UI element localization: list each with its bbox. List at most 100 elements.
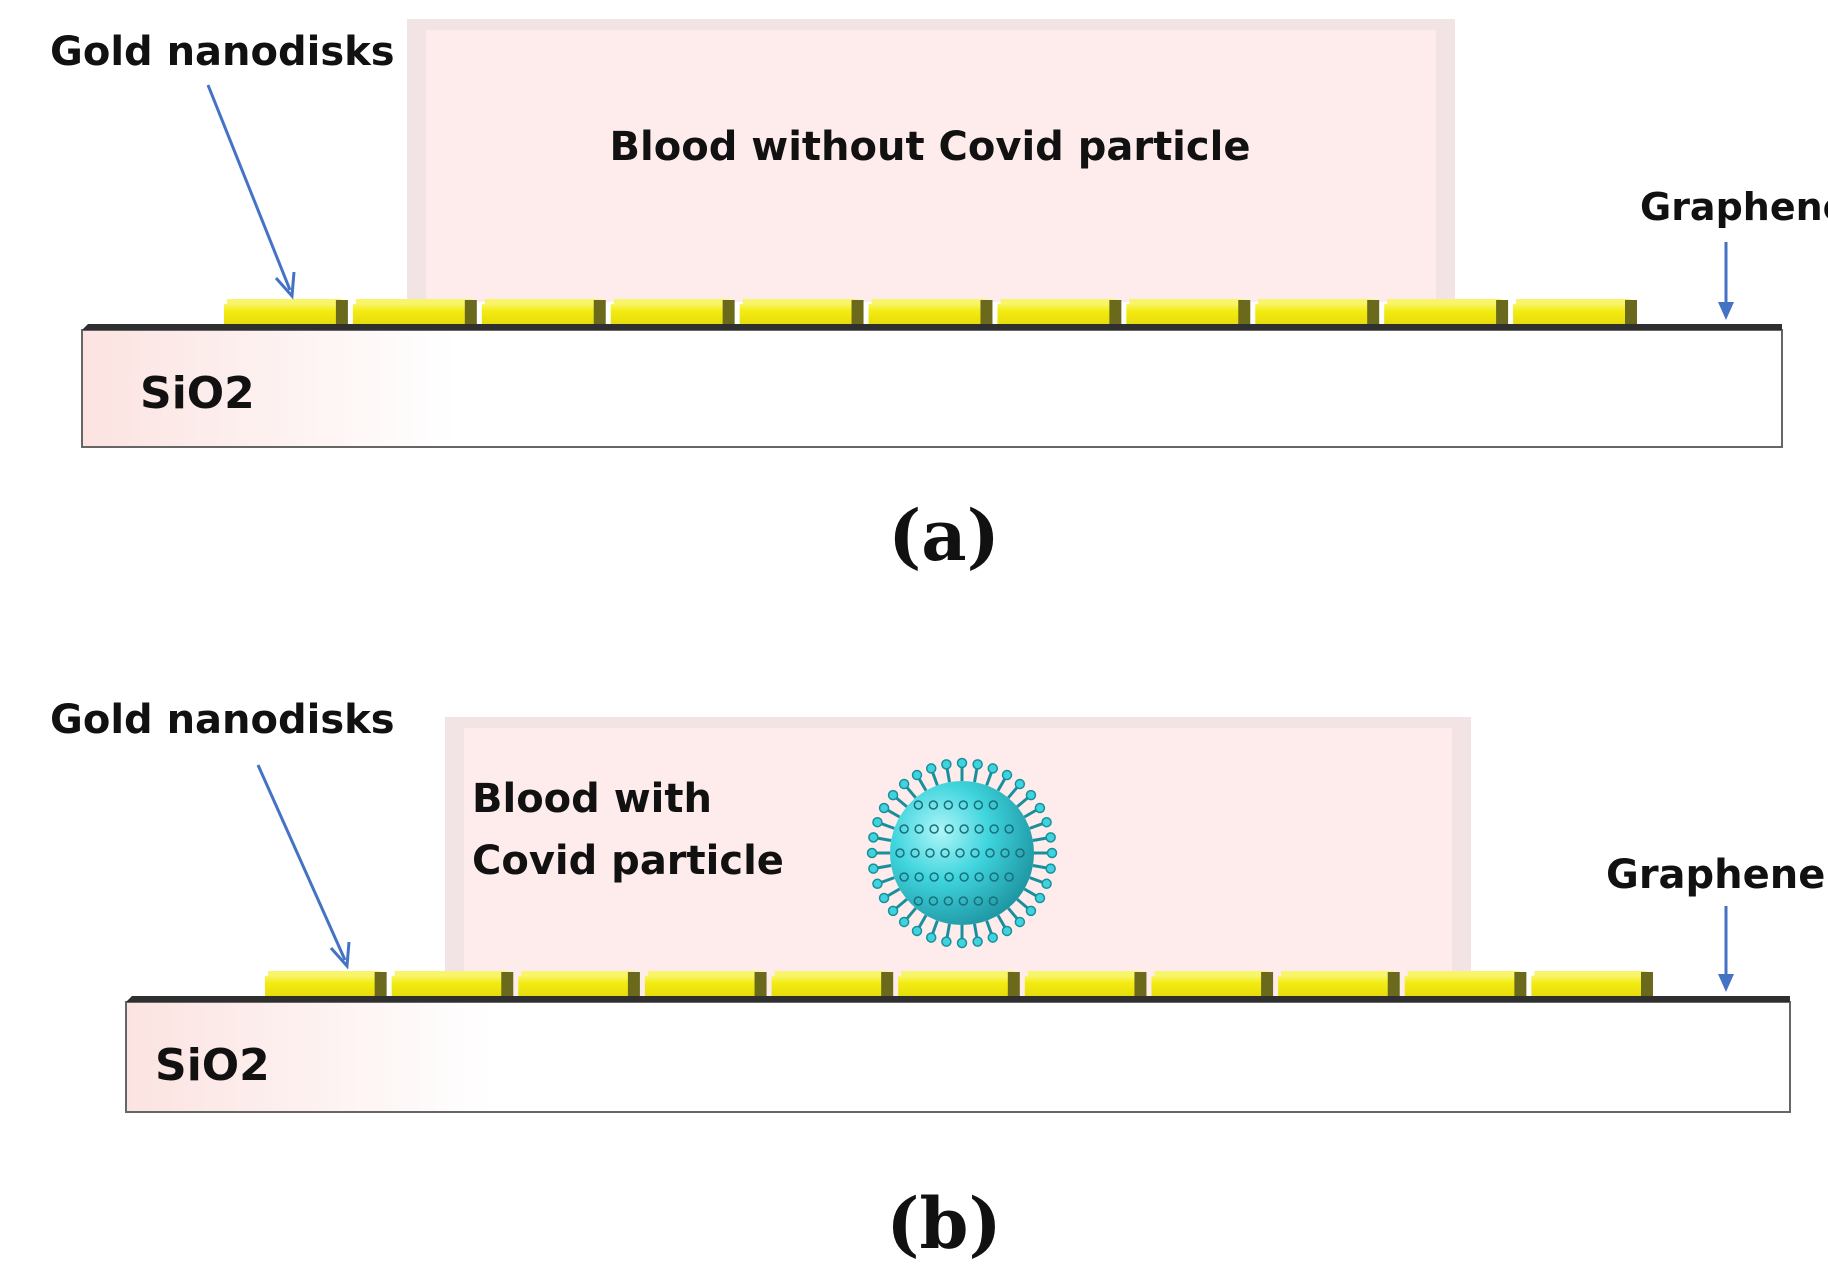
virus-body bbox=[890, 781, 1034, 925]
gold-nanodisk bbox=[739, 299, 864, 324]
virus-spike bbox=[1032, 863, 1056, 874]
virus-protein bbox=[974, 872, 984, 882]
virus-spike bbox=[878, 802, 901, 819]
gold-nanodisk bbox=[224, 299, 348, 324]
virus-protein bbox=[959, 872, 969, 882]
gold-nanodisk bbox=[610, 299, 735, 324]
gold-nanodisk bbox=[1151, 971, 1274, 996]
virus-spike bbox=[1016, 898, 1037, 917]
virus-spike bbox=[996, 914, 1013, 937]
virus-spike bbox=[868, 832, 892, 843]
virus-protein bbox=[944, 824, 954, 834]
blood-label-b-line1: Blood with bbox=[472, 776, 712, 822]
virus-protein bbox=[913, 896, 924, 906]
virus-protein bbox=[929, 824, 939, 834]
virus-protein bbox=[943, 800, 954, 810]
graphene-label-b: Graphene bbox=[1606, 852, 1825, 898]
virus-spike bbox=[1034, 847, 1058, 859]
gold-nanodisk bbox=[1531, 971, 1653, 996]
virus-protein bbox=[1004, 824, 1014, 834]
gold-nanodisk bbox=[352, 299, 477, 324]
virus-protein bbox=[925, 848, 935, 858]
virus-spike bbox=[941, 759, 952, 783]
virus-protein bbox=[914, 824, 924, 834]
gold-nanodisk bbox=[771, 971, 894, 996]
virus-protein bbox=[910, 848, 920, 858]
gold-nanodisk bbox=[1513, 299, 1637, 324]
virus-spike bbox=[868, 863, 892, 874]
virus-spike bbox=[898, 907, 917, 928]
virus-protein bbox=[958, 800, 969, 810]
virus-protein bbox=[1000, 848, 1010, 858]
substrate-label-b: SiO2 bbox=[155, 1040, 270, 1091]
sio2-substrate-a bbox=[81, 329, 1783, 448]
virus-spike bbox=[1029, 876, 1052, 890]
caption-a: (a) bbox=[888, 494, 1000, 577]
virus-protein bbox=[959, 824, 969, 834]
caption-b: (b) bbox=[886, 1182, 1001, 1265]
virus-protein bbox=[985, 848, 995, 858]
virus-spike bbox=[1032, 832, 1056, 843]
virus-spike bbox=[887, 789, 908, 808]
gold-label-a: Gold nanodisks bbox=[50, 29, 395, 75]
down-arrow-icon bbox=[206, 84, 296, 300]
virus-protein bbox=[899, 824, 909, 834]
virus-spike bbox=[925, 920, 939, 943]
virus-spike bbox=[866, 847, 890, 859]
virus-protein bbox=[943, 896, 954, 906]
gold-nanodisk bbox=[898, 971, 1020, 996]
covid-virus-icon bbox=[866, 757, 1058, 949]
virus-spike bbox=[1023, 802, 1046, 819]
gold-nanodisk bbox=[265, 971, 387, 996]
virus-spike bbox=[941, 923, 952, 947]
down-arrow-icon bbox=[256, 764, 351, 970]
graphene-layer-a bbox=[82, 324, 1782, 330]
panel-a: Blood without Covid particle SiO2 Gold n… bbox=[50, 19, 1828, 577]
gold-nanodisk-row-a bbox=[224, 299, 1637, 324]
gold-nanodisk bbox=[868, 299, 993, 324]
virus-spike bbox=[872, 816, 895, 830]
down-arrow-icon bbox=[1718, 906, 1734, 992]
graphene-label-a: Graphene bbox=[1640, 185, 1828, 229]
virus-spike bbox=[956, 925, 968, 949]
gold-nanodisk bbox=[644, 971, 767, 996]
virus-spike bbox=[911, 769, 928, 792]
virus-protein bbox=[988, 896, 999, 906]
virus-spike bbox=[911, 914, 928, 937]
virus-spike bbox=[996, 769, 1013, 792]
virus-protein bbox=[973, 800, 984, 810]
blood-label-b-line2: Covid particle bbox=[472, 838, 784, 884]
virus-protein bbox=[1004, 872, 1014, 882]
virus-spike bbox=[1016, 789, 1037, 808]
virus-protein bbox=[899, 872, 909, 882]
virus-protein bbox=[955, 848, 965, 858]
gold-nanodisk bbox=[1024, 971, 1147, 996]
virus-spike bbox=[887, 898, 908, 917]
virus-spike bbox=[972, 759, 983, 783]
panel-b: Blood with Covid particle SiO2 Gold nano… bbox=[50, 697, 1825, 1265]
substrate-label-a: SiO2 bbox=[140, 368, 255, 419]
virus-protein bbox=[974, 824, 984, 834]
virus-protein bbox=[929, 872, 939, 882]
virus-spike bbox=[956, 757, 968, 781]
virus-protein bbox=[940, 848, 950, 858]
virus-spike bbox=[972, 923, 983, 947]
gold-nanodisk-row-b bbox=[265, 971, 1653, 996]
virus-protein bbox=[958, 896, 969, 906]
virus-protein bbox=[989, 824, 999, 834]
virus-spike bbox=[1023, 887, 1046, 904]
virus-spike bbox=[898, 778, 917, 799]
virus-protein bbox=[944, 872, 954, 882]
virus-spike bbox=[1007, 907, 1026, 928]
virus-protein bbox=[970, 848, 980, 858]
sio2-substrate-b bbox=[125, 1001, 1791, 1113]
virus-spike bbox=[985, 920, 999, 943]
gold-nanodisk bbox=[1404, 971, 1527, 996]
gold-nanodisk bbox=[1384, 299, 1509, 324]
virus-spike bbox=[985, 763, 999, 786]
gold-nanodisk bbox=[997, 299, 1122, 324]
virus-spike bbox=[1029, 816, 1052, 830]
virus-protein bbox=[895, 848, 905, 858]
virus-spike bbox=[1007, 778, 1026, 799]
gold-nanodisk bbox=[1255, 299, 1380, 324]
